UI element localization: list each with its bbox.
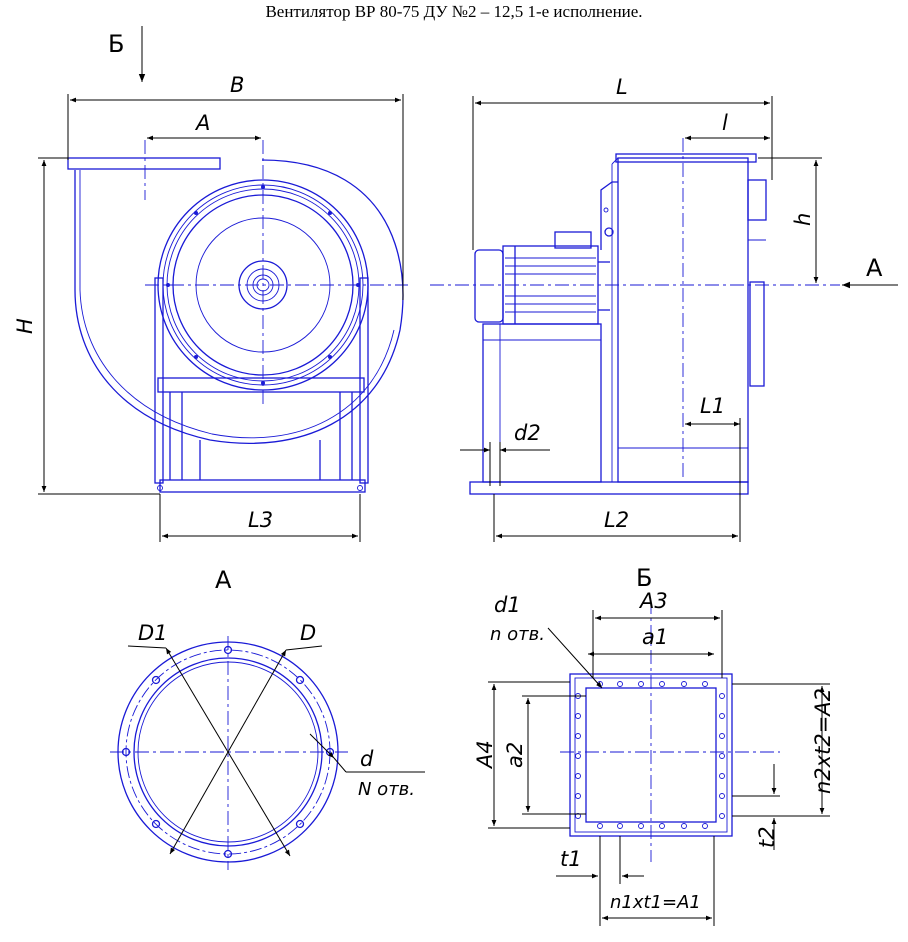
round-holes-label: N отв. [358, 779, 415, 800]
dim-A: A [147, 111, 261, 141]
view-a-title: А [215, 566, 232, 594]
view-b-title: Б [636, 564, 652, 592]
front-frame [154, 277, 369, 493]
dim-B: B [67, 73, 404, 300]
dim-L2-label: L2 [604, 508, 629, 532]
square-flange-holes [575, 681, 725, 829]
dim-B-label: B [230, 73, 244, 97]
dim-n2t2-label: n2xt2=A2 [811, 688, 835, 794]
dim-L-label: L [616, 75, 628, 99]
dim-d-label: d [360, 747, 374, 771]
dim-h: h [758, 157, 822, 283]
scroll-casing [74, 159, 404, 444]
dim-d2-label: d2 [514, 421, 541, 445]
view-b-square-flange: Б A3 a1 d1 [473, 564, 835, 926]
dim-n1t1-label: n1xt1=A1 [610, 892, 701, 913]
dim-A3-label: A3 [638, 589, 668, 613]
dim-l-label: l [722, 111, 728, 135]
outlet-flange [67, 157, 221, 170]
dim-A-label: A [194, 111, 210, 135]
dim-L1-label: L1 [700, 394, 725, 418]
dim-t1-label: t1 [560, 847, 582, 871]
dim-l: l [685, 111, 770, 141]
view-b-arrow-label: Б [108, 30, 124, 58]
inlet-bolts [166, 185, 360, 385]
dim-L1: L1 [685, 394, 741, 500]
square-holes-label: n отв. [490, 624, 545, 645]
drawing-title: Вентилятор ВР 80-75 ДУ №2 – 12,5 1-е исп… [265, 2, 643, 21]
view-a-arrow-label: А [866, 254, 883, 282]
motor-support [482, 323, 602, 483]
view-b-arrow: Б [108, 26, 146, 82]
view-a-round-flange: А D1 D d N отв. [110, 566, 425, 870]
dim-a1-label: a1 [642, 625, 668, 649]
side-outlet-flange [615, 153, 757, 163]
view-a-arrow: А [842, 254, 898, 289]
front-view: Б [13, 26, 408, 542]
dim-d1-label: d1 [494, 593, 521, 617]
dim-h-label: h [791, 213, 815, 226]
side-view: А L l h L1 d2 [430, 75, 898, 542]
dim-D1-label: D1 [138, 621, 168, 645]
dim-H-label: H [13, 318, 37, 334]
dim-D-label: D [300, 621, 316, 645]
dim-L3: L3 [159, 494, 361, 542]
dim-d2: d2 [460, 421, 550, 486]
dim-a2-label: a2 [503, 742, 527, 768]
dim-L2: L2 [493, 494, 741, 542]
dim-t2-label: t2 [755, 826, 779, 848]
dim-L: L [472, 75, 773, 250]
motor [474, 231, 610, 325]
dim-A4-label: A4 [473, 740, 497, 770]
dim-L3-label: L3 [248, 508, 273, 532]
dim-H: H [13, 157, 160, 495]
side-base [469, 481, 749, 495]
